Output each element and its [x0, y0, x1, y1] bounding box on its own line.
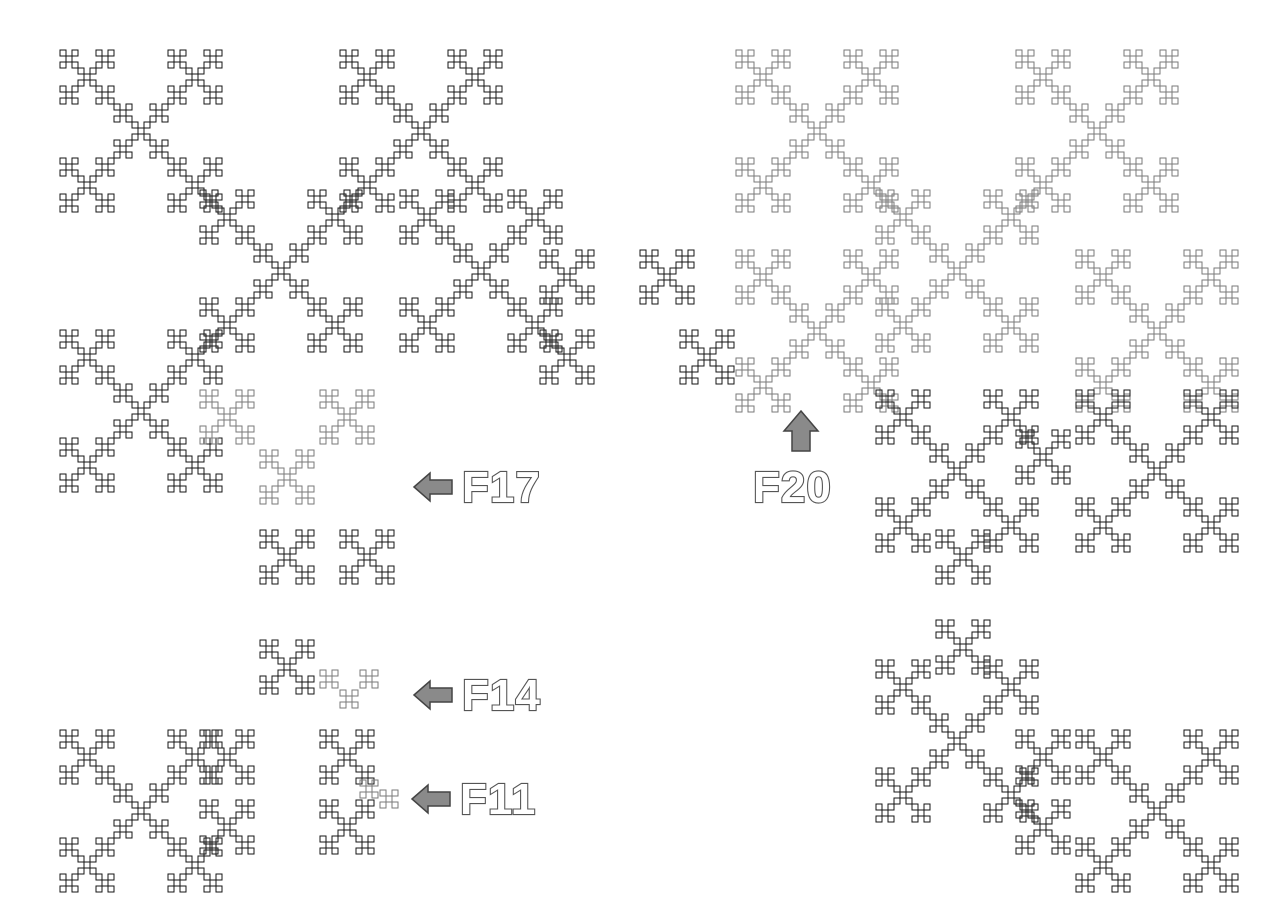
- fractal-region-upper-left: [60, 50, 562, 492]
- callout-f14: F14: [412, 670, 541, 721]
- callout-label-f20: F20: [753, 463, 832, 512]
- fractal-region-f17: [200, 390, 374, 504]
- fractal-region-f20: [736, 50, 1238, 412]
- fractal-region-f11: [359, 779, 399, 809]
- callout-f17: F17: [412, 462, 541, 513]
- fractal-region-lower-left: [60, 530, 394, 892]
- callout-label-f17: F17: [462, 463, 541, 512]
- callout-f20: F20: [752, 409, 832, 513]
- fractal-region-center: [540, 250, 734, 384]
- fractal-region-f14: [319, 669, 379, 709]
- fractal-region-right: [876, 390, 1238, 892]
- arrow-up-icon: [782, 409, 820, 452]
- arrow-left-icon: [410, 783, 451, 815]
- callout-f11: F11: [410, 774, 536, 825]
- callout-label-f11: F11: [460, 775, 536, 824]
- arrow-left-icon: [412, 679, 453, 711]
- arrow-left-icon: [412, 471, 453, 503]
- callout-label-f14: F14: [462, 671, 541, 720]
